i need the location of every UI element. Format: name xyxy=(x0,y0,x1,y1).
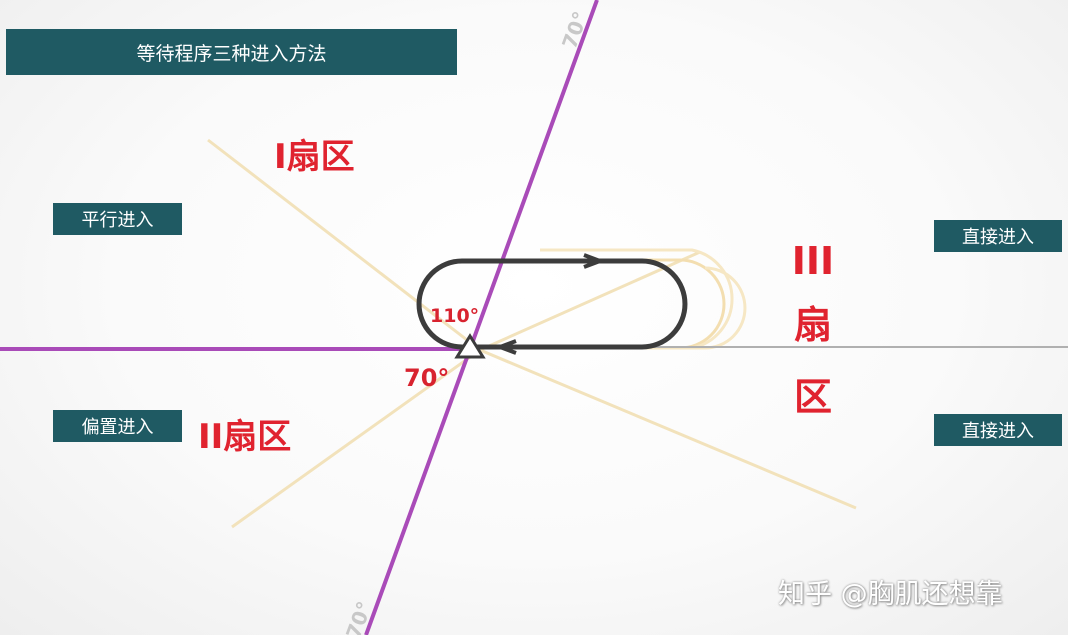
angle-70-label: 70° xyxy=(404,364,450,392)
faint-racetrack-3 xyxy=(470,266,747,350)
sector-line-diagonal xyxy=(364,0,599,635)
direct-entry-label-bottom: 直接进入 xyxy=(934,414,1062,446)
sector-3-char-1: 扇 xyxy=(793,303,832,347)
page-title: 等待程序三种进入方法 xyxy=(6,29,457,75)
sector-1-label: I扇区 xyxy=(274,137,355,177)
sector-3-char-2: 区 xyxy=(793,375,832,419)
sector-3-numeral: III xyxy=(791,239,835,283)
holding-fix-triangle xyxy=(454,333,486,359)
sector-2-label: II扇区 xyxy=(198,417,292,457)
faint-racetrack-1 xyxy=(470,258,726,350)
angle-110-label: 110° xyxy=(430,305,480,327)
holding-pattern-racetrack xyxy=(416,258,688,350)
watermark-text: 知乎 @胸肌还想靠 xyxy=(778,579,1003,610)
faint-racetrack-2 xyxy=(470,248,734,350)
offset-entry-label: 偏置进入 xyxy=(53,410,182,442)
faint-guide-line-lower-right xyxy=(479,348,857,510)
faint-guide-line-lower-left xyxy=(231,348,481,529)
direct-entry-label-top: 直接进入 xyxy=(934,220,1062,252)
arrow-inbound xyxy=(494,339,517,355)
arrow-outbound xyxy=(583,253,606,269)
parallel-entry-label: 平行进入 xyxy=(53,203,182,235)
faint-guide-line-upper xyxy=(207,138,481,352)
